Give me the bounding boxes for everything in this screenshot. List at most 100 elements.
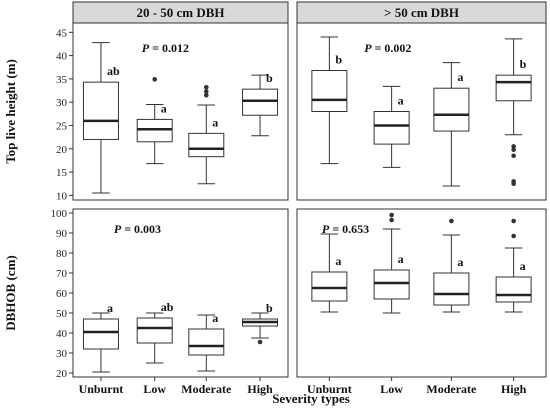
y-tick-label: 20 (56, 368, 68, 380)
y-tick-label: 30 (56, 97, 68, 109)
outlier-point (257, 339, 263, 345)
box-unburnt: b (311, 36, 348, 165)
iqr-box (136, 118, 173, 143)
iqr-box (242, 88, 279, 116)
facet-strips: 20 - 50 cm DBH > 50 cm DBH (72, 1, 547, 24)
significance-letter: b (335, 53, 342, 67)
iqr-box (82, 81, 119, 140)
iqr-box (433, 87, 470, 132)
significance-letter: a (161, 101, 167, 115)
iqr-box (188, 132, 225, 158)
panel-2: P = 0.002 b a a b (296, 22, 547, 201)
x-axis: Unburnt Low Moderate High Unburnt Low Moderate… (79, 377, 527, 396)
significance-letter: a (398, 94, 404, 108)
outlier-point (204, 84, 209, 90)
box-moderate: a (188, 311, 225, 372)
box-unburnt: a (82, 301, 119, 373)
p-value-label: P = 0.653 (322, 222, 369, 236)
iqr-box (311, 70, 348, 113)
y-tick-label: 50 (56, 308, 68, 320)
box-high: b (242, 71, 279, 137)
facet-strip-label-2: > 50 cm DBH (384, 5, 459, 20)
box-moderate: a (433, 62, 470, 187)
y-tick-label: 100 (51, 208, 68, 220)
x-tick-label: Moderate (181, 382, 232, 396)
x-tick-label: Moderate (426, 382, 477, 396)
p-value-label: P = 0.012 (142, 41, 189, 55)
outlier-point (511, 153, 516, 159)
significance-letter: a (335, 254, 341, 268)
outlier-point (511, 147, 516, 152)
y-axis-title-2: DBHOB (cm) (3, 255, 18, 330)
y-tick-label: 35 (56, 74, 68, 86)
x-tick-label: Unburnt (79, 382, 124, 396)
y-tick-label: 45 (56, 27, 68, 39)
box-high: b (242, 301, 279, 345)
outlier-point (389, 217, 394, 223)
iqr-box (433, 272, 470, 306)
y-axis-title-1: Top live height (m) (3, 59, 18, 164)
y-tick-label: 10 (56, 190, 68, 202)
y-tick-label: 15 (56, 167, 68, 179)
outlier-point (511, 144, 516, 149)
y-tick-label: 40 (56, 328, 68, 340)
y-tick-label: 25 (56, 120, 68, 132)
significance-letter: ab (107, 64, 120, 78)
x-tick-label: Low (380, 382, 403, 396)
p-value-label: P = 0.003 (114, 222, 161, 236)
box-moderate: a (433, 218, 470, 313)
significance-letter: b (266, 301, 273, 315)
y-tick-label: 20 (56, 144, 68, 156)
significance-letter: ab (161, 300, 174, 314)
box-high: a (495, 218, 532, 313)
iqr-box (495, 74, 532, 102)
x-tick-label: Unburnt (307, 382, 352, 396)
y-tick-label: 60 (56, 288, 68, 300)
significance-letter: a (457, 255, 463, 269)
panel-4: P = 0.653 a a a a (296, 208, 547, 378)
y-tick-label: 30 (56, 348, 68, 360)
x-axis-title: Severity types (272, 391, 350, 406)
facet-strip-label-1: 20 - 50 cm DBH (136, 5, 224, 20)
x-tick-label: High (247, 382, 273, 396)
significance-letter: a (457, 70, 463, 84)
outlier-point (204, 92, 209, 98)
iqr-box (373, 111, 410, 145)
box-low: ab (136, 300, 174, 364)
significance-letter: a (212, 311, 218, 325)
significance-letter: b (520, 57, 527, 71)
iqr-box (136, 317, 173, 344)
significance-letter: a (520, 259, 526, 273)
significance-letter: a (107, 301, 113, 315)
iqr-box (495, 276, 532, 303)
box-low: a (373, 85, 410, 168)
y-tick-label: 80 (56, 248, 68, 260)
box-high: b (495, 38, 532, 186)
y-tick-label: 90 (56, 228, 68, 240)
iqr-box (188, 328, 225, 356)
box-low: a (136, 77, 173, 165)
iqr-box (82, 318, 119, 350)
x-tick-label: Low (143, 382, 166, 396)
iqr-box (373, 269, 410, 300)
outlier-point (204, 89, 209, 94)
outlier-point (511, 218, 516, 224)
y-tick-label: 70 (56, 268, 68, 280)
box-unburnt: ab (82, 42, 120, 194)
iqr-box (311, 271, 348, 302)
outlier-point (389, 212, 394, 218)
box-low: a (373, 212, 410, 314)
outlier-point (449, 218, 454, 224)
significance-letter: a (212, 115, 218, 129)
outlier-point (511, 179, 516, 184)
box-unburnt: a (311, 233, 348, 313)
y-tick-label: 40 (56, 51, 68, 63)
significance-letter: a (398, 252, 404, 266)
p-value-label: P = 0.002 (364, 41, 411, 55)
box-moderate: a (188, 84, 225, 185)
significance-letter: b (266, 71, 273, 85)
